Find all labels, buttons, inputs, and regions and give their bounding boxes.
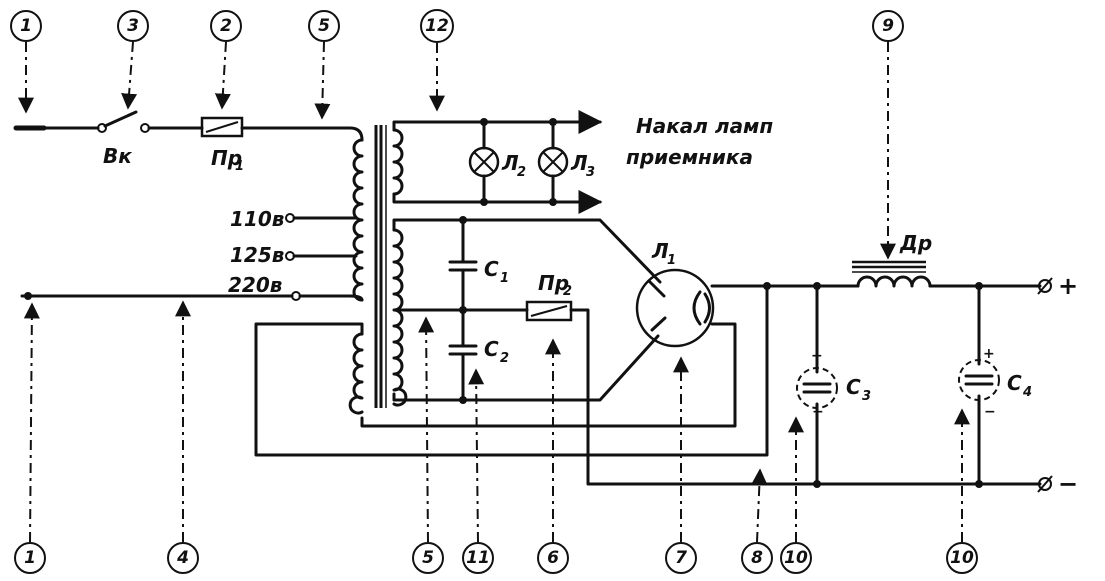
svg-text:Л: Л [501, 151, 519, 175]
svg-text:−: − [984, 404, 996, 420]
svg-text:1: 1 [667, 253, 676, 268]
callout-top-3: 3 [117, 10, 149, 42]
svg-text:3: 3 [127, 16, 139, 36]
lamp-2: Л 2 [468, 146, 526, 180]
callout-top-5: 5 [308, 10, 340, 42]
svg-text:5: 5 [318, 16, 330, 36]
callout-bottom-4: 4 [167, 542, 199, 574]
svg-text:9: 9 [882, 16, 894, 36]
tap-110v: 110в [230, 207, 358, 231]
svg-text:С: С [484, 337, 499, 361]
mains-input-bottom [20, 292, 294, 300]
svg-text:1: 1 [24, 548, 36, 568]
tap-220v: 220в [228, 273, 354, 301]
capacitor-c1: С 1 [448, 218, 509, 312]
callout-bottom-5: 5 [412, 542, 444, 574]
output-terminal-plus: + [1037, 272, 1078, 300]
svg-text:+: + [1058, 272, 1078, 300]
callout-top-9: 9 [872, 10, 904, 42]
svg-text:8: 8 [751, 548, 763, 568]
svg-text:125в: 125в [230, 243, 284, 267]
callout-bottom-7: 7 [665, 542, 697, 574]
choke: Др [852, 231, 932, 288]
svg-text:2: 2 [220, 16, 232, 36]
callout-top-1: 1 [10, 10, 42, 42]
tap-125v: 125в [230, 243, 358, 267]
svg-text:1: 1 [235, 159, 244, 174]
svg-text:3: 3 [586, 165, 595, 180]
callout-top-2: 2 [210, 10, 242, 42]
svg-text:1: 1 [20, 16, 32, 36]
capacitor-c4: + − С 4 [958, 284, 1032, 486]
svg-text:Др: Др [899, 231, 932, 255]
svg-text:−: − [812, 404, 824, 420]
fuse-2: Пр 2 [525, 271, 573, 322]
heater-circuit [392, 110, 603, 214]
svg-text:+: + [811, 348, 823, 364]
callout-bottom-10b: 10 [946, 542, 978, 574]
svg-text:12: 12 [425, 16, 449, 36]
svg-text:3: 3 [862, 389, 871, 404]
svg-text:Накал ламп: Накал ламп [636, 114, 773, 138]
callout-bottom-11: 11 [462, 542, 494, 574]
svg-text:4: 4 [1022, 385, 1032, 400]
power-switch: Вк [97, 110, 150, 168]
svg-text:5: 5 [422, 548, 434, 568]
svg-text:Пр: Пр [211, 146, 242, 170]
callout-bottom-10a: 10 [780, 542, 812, 574]
svg-text:6: 6 [547, 548, 559, 568]
svg-text:11: 11 [466, 548, 490, 568]
svg-text:С: С [846, 375, 861, 399]
svg-text:Л: Л [651, 239, 669, 263]
fuse-1: Пр 1 [200, 116, 244, 174]
heater-label: Накал ламп приемника [626, 114, 773, 169]
svg-text:Вк: Вк [103, 144, 132, 168]
svg-text:110в: 110в [230, 207, 284, 231]
svg-text:7: 7 [675, 548, 687, 568]
svg-text:С: С [484, 257, 499, 281]
svg-text:+: + [983, 346, 995, 362]
svg-text:1: 1 [500, 271, 509, 286]
svg-text:4: 4 [176, 548, 189, 568]
svg-text:10: 10 [950, 548, 974, 568]
lamp-3: Л 3 [537, 146, 595, 180]
callout-top-12: 12 [420, 9, 454, 43]
callout-bottom-8: 8 [741, 542, 773, 574]
rectifier-tube-l1: Л 1 [635, 239, 715, 348]
svg-text:220в: 220в [228, 273, 282, 297]
callout-bottom-6: 6 [537, 542, 569, 574]
svg-text:2: 2 [563, 284, 572, 299]
svg-text:2: 2 [500, 351, 509, 366]
svg-text:С: С [1007, 371, 1022, 395]
capacitor-c3: + − С 3 [796, 284, 871, 486]
capacitor-c2: С 2 [448, 308, 509, 402]
svg-text:−: − [1058, 470, 1078, 498]
svg-text:Л: Л [570, 151, 588, 175]
svg-text:10: 10 [784, 548, 808, 568]
svg-text:Пр: Пр [538, 271, 569, 295]
svg-text:2: 2 [517, 165, 526, 180]
transformer [348, 125, 408, 415]
output-terminal-minus: − [1037, 470, 1078, 498]
callout-bottom-1: 1 [14, 542, 46, 574]
svg-text:приемника: приемника [626, 145, 753, 169]
